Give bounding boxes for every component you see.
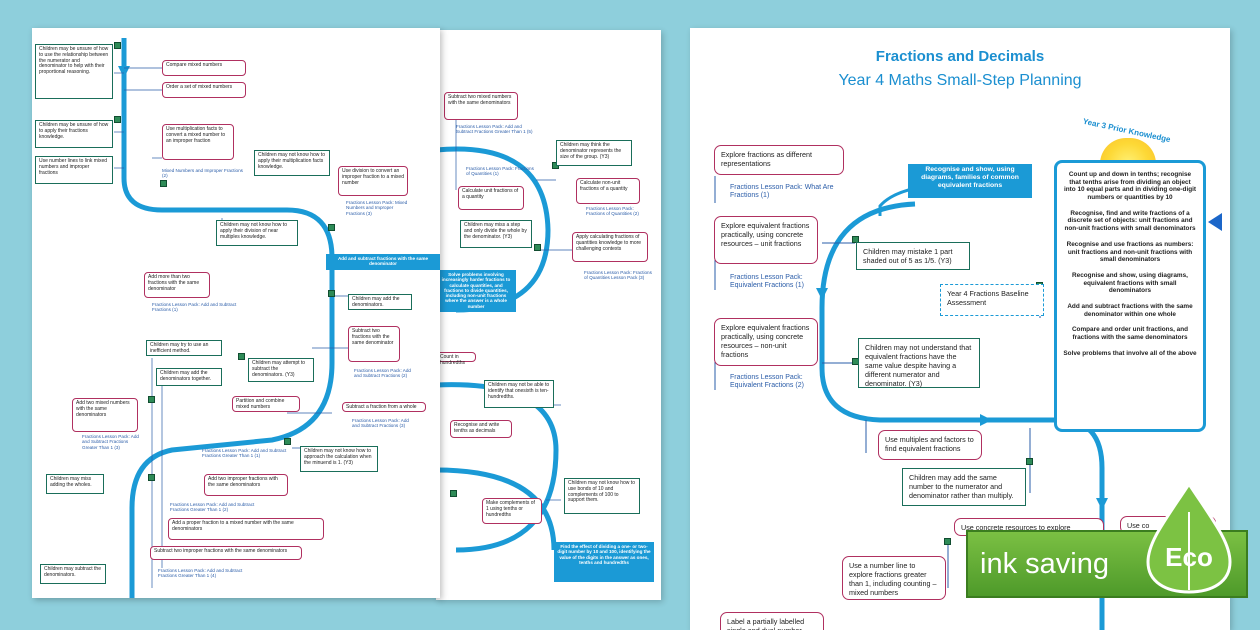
- step-box: Add two mixed numbers with the same deno…: [72, 398, 138, 432]
- step-box: Explore fractions as different represent…: [714, 145, 844, 175]
- prior-item: Add and subtract fractions with the same…: [1067, 302, 1193, 318]
- step-box: Use division to convert an improper frac…: [338, 166, 408, 196]
- ink-saving-label: ink saving: [980, 547, 1109, 580]
- misconception-box: Children may be unsure of how to use the…: [35, 44, 113, 99]
- lesson-pack-link[interactable]: Fractions Lesson Pack: Add and Subtract …: [82, 434, 139, 450]
- prior-item: Compare and order unit fractions, and fr…: [1071, 326, 1189, 341]
- misconception-box: Children may try to use an inefficient m…: [146, 340, 222, 356]
- misconception-box: Children may miss a step and only divide…: [460, 220, 532, 248]
- lesson-pack-link[interactable]: Fractions Lesson Pack: Equivalent Fracti…: [730, 374, 804, 390]
- left-planning-page: Children may be unsure of how to use the…: [32, 28, 440, 598]
- marker: [1026, 458, 1033, 465]
- eco-leaf-icon: [1146, 482, 1232, 594]
- misconception-box: Children may add the denominators togeth…: [156, 368, 222, 386]
- marker: [328, 224, 335, 231]
- step-box: Add two improper fractions with the same…: [204, 474, 288, 496]
- prior-item: Count up and down in tenths; recognise t…: [1063, 171, 1197, 202]
- lesson-pack-link[interactable]: Fractions Lesson Pack: What Are Fraction…: [730, 184, 834, 200]
- misconception-box: Use number lines to link mixed numbers a…: [35, 156, 113, 184]
- misconception-box: Children may add the denominators.: [348, 294, 412, 310]
- page-title: Fractions and Decimals: [875, 48, 1045, 65]
- step-box: Add more than two fractions with the sam…: [144, 272, 210, 298]
- marker: [148, 396, 155, 403]
- objective-banner: Add and subtract fractions with the same…: [326, 254, 440, 270]
- step-box: Explore equivalent fractions practically…: [714, 216, 818, 264]
- step-box: Subtract a fraction from a whole: [342, 402, 426, 412]
- marker: [148, 474, 155, 481]
- step-box: Use multiplication facts to convert a mi…: [162, 124, 234, 160]
- misconception-box: Children may mistake 1 part shaded out o…: [856, 242, 970, 270]
- assessment-box[interactable]: Year 4 Fractions Baseline Assessment: [940, 284, 1044, 316]
- lesson-pack-link[interactable]: Fractions Lesson Pack: Mixed Numbers and…: [346, 200, 408, 216]
- lesson-pack-link[interactable]: Fractions Lesson Pack: Fractions of Quan…: [586, 206, 639, 217]
- misconception-box: Children may think the denominator repre…: [556, 140, 632, 166]
- lesson-pack-link[interactable]: Fractions Lesson Pack: Add and Subtract …: [152, 302, 237, 313]
- objective-banner: Find the effect of dividing a one- or tw…: [554, 542, 654, 582]
- misconception-box: Children may add the same number to the …: [902, 468, 1026, 506]
- marker: [114, 42, 121, 49]
- misconception-box: Children may subtract the denominators.: [40, 564, 106, 584]
- step-box: Subtract two mixed numbers with the same…: [444, 92, 518, 120]
- marker: [284, 438, 291, 445]
- step-box: Count in hundredths: [436, 352, 476, 366]
- marker: [238, 353, 245, 360]
- step-box: Label a partially labelled single and du…: [720, 612, 824, 630]
- misconception-box: Children may not know how to apply their…: [216, 220, 298, 246]
- middle-planning-page: Subtract two mixed numbers with the same…: [436, 30, 661, 600]
- misconception-box: Children may attempt to subtract the den…: [248, 358, 314, 382]
- lesson-pack-link[interactable]: Fractions Lesson Pack: Add and Subtract …: [170, 502, 255, 513]
- misconception-box: Children may not be able to identify tha…: [484, 380, 554, 408]
- step-box: Calculate non-unit fractions of a quanti…: [576, 178, 640, 204]
- misconception-box: Children may not know how to apply their…: [254, 150, 330, 176]
- step-box: Add a proper fraction to a mixed number …: [168, 518, 324, 540]
- prior-item: Recognise and show, using diagrams, equi…: [1072, 271, 1188, 295]
- step-box: Calculate unit fractions of a quantity: [458, 186, 524, 210]
- lesson-pack-link[interactable]: Mixed Numbers and Improper Fractions (2): [162, 168, 243, 179]
- marker: [450, 490, 457, 497]
- lesson-pack-link[interactable]: Fractions Lesson Pack: Add and Subtract …: [158, 568, 243, 579]
- step-box: Use multiples and factors to find equiva…: [878, 430, 982, 460]
- step-box: Recognise and write tenths as decimals: [450, 420, 512, 438]
- prior-knowledge-panel: Count up and down in tenths; recognise t…: [1054, 160, 1206, 432]
- prior-item: Recognise and use fractions as numbers: …: [1066, 240, 1194, 264]
- prior-item: Solve problems that involve all of the a…: [1063, 349, 1197, 357]
- marker: [944, 538, 951, 545]
- eco-label: Eco: [1165, 542, 1213, 572]
- lesson-pack-link[interactable]: Fractions Lesson Pack: Fractions of Quan…: [466, 166, 534, 177]
- right-planning-page: Fractions and Decimals Year 4 Maths Smal…: [690, 28, 1230, 630]
- objective-banner: Recognise and show, using diagrams, fami…: [908, 164, 1032, 198]
- step-box: Subtract two improper fractions with the…: [150, 546, 302, 560]
- lesson-pack-link[interactable]: Fractions Lesson Pack: Add and Subtract …: [456, 124, 533, 135]
- misconception-box: Children may not know how to use bonds o…: [564, 478, 640, 514]
- objective-banner: Solve problems involving increasingly ha…: [436, 270, 516, 312]
- step-box: Use a number line to explore fractions g…: [842, 556, 946, 600]
- step-box: Apply calculating fractions of quantitie…: [572, 232, 648, 262]
- marker: [328, 290, 335, 297]
- misconception-box: Children may not understand that equival…: [858, 338, 980, 388]
- lesson-pack-link[interactable]: Fractions Lesson Pack: Add and Subtract …: [352, 418, 409, 429]
- lesson-pack-link[interactable]: Fractions Lesson Pack: Equivalent Fracti…: [730, 274, 804, 290]
- lesson-pack-link[interactable]: Fractions Lesson Pack: Add and Subtract …: [354, 368, 411, 379]
- lesson-pack-link[interactable]: Fractions Lesson Pack: Fractions of Quan…: [584, 270, 652, 281]
- marker: [114, 116, 121, 123]
- step-box: Partition and combine mixed numbers: [232, 396, 300, 412]
- misconception-box: Children may be unsure of how to apply t…: [35, 120, 113, 148]
- lesson-pack-link[interactable]: Fractions Lesson Pack: Add and Subtract …: [202, 448, 287, 459]
- step-box: Make complements of 1 using tenths or hu…: [482, 498, 542, 524]
- step-box: Compare mixed numbers: [162, 60, 246, 76]
- step-box: Order a set of mixed numbers: [162, 82, 246, 98]
- marker: [160, 180, 167, 187]
- marker: [534, 244, 541, 251]
- step-box: Subtract two fractions with the same den…: [348, 326, 400, 362]
- misconception-box: Children may not know how to approach th…: [300, 446, 378, 472]
- marker: [852, 236, 859, 243]
- start-arrow-icon: [1208, 213, 1222, 231]
- page-subtitle: Year 4 Maths Small-Step Planning: [838, 72, 1082, 89]
- step-box: Explore equivalent fractions practically…: [714, 318, 818, 366]
- prior-item: Recognise, find and write fractions of a…: [1064, 209, 1196, 233]
- misconception-box: Children may miss adding the wholes.: [46, 474, 104, 494]
